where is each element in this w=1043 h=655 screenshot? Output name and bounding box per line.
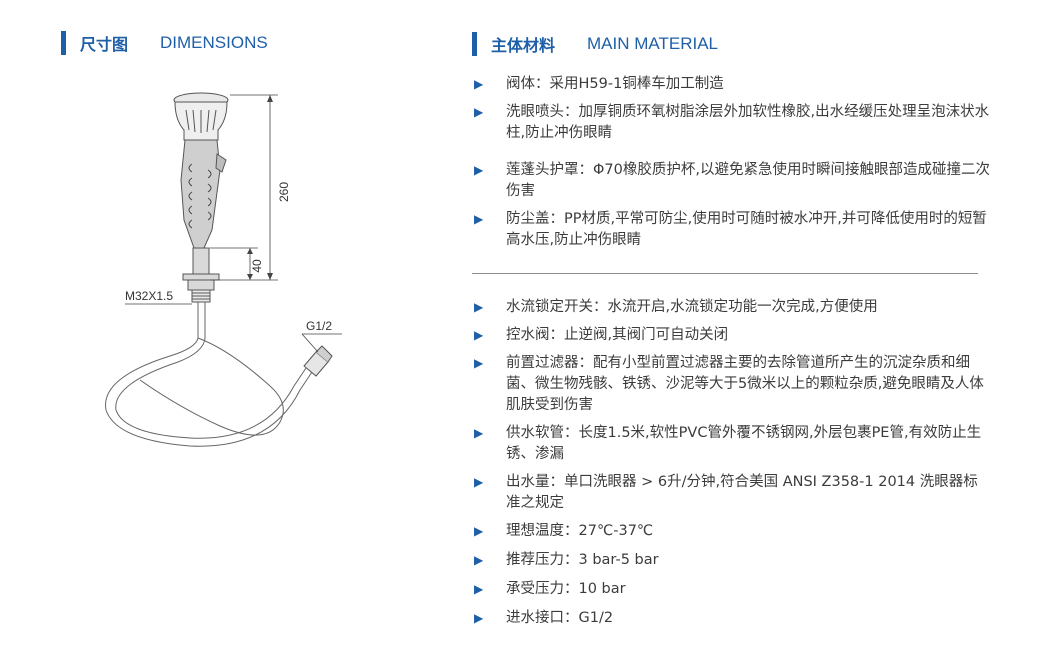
material-heading-en: MAIN MATERIAL [587, 34, 718, 53]
list-item-text: 控水阀：止逆阀,其阀门可自动关闭 [506, 327, 729, 343]
list-item-text: 水流锁定开关：水流开启,水流锁定功能一次完成,方便使用 [506, 299, 878, 315]
list-item: ▶ 莲蓬头护罩：Φ70橡胶质护杯,以避免紧急使用时瞬间接触眼部造成碰撞二次伤害 [472, 160, 992, 202]
triangle-right-icon: ▶ [474, 356, 484, 370]
dimensions-heading: 尺寸图 DIMENSIONS [61, 30, 268, 56]
list-item: ▶ 理想温度：27℃-37℃ [472, 521, 992, 542]
inlet-fitting [303, 345, 333, 377]
thread-dimension-label: M32X1.5 [125, 289, 173, 303]
triangle-right-icon: ▶ [474, 611, 484, 625]
list-item-text: 阀体：采用H59-1铜棒车加工制造 [506, 76, 724, 92]
height-dimension-label: 260 [277, 182, 291, 202]
triangle-right-icon: ▶ [474, 163, 484, 177]
dimension-lines [125, 94, 342, 353]
list-item: ▶ 前置过滤器：配有小型前置过滤器主要的去除管道所产生的沉淀杂质和细菌、微生物残骸… [472, 353, 992, 416]
list-item: ▶ 推荐压力：3 bar-5 bar [472, 550, 992, 571]
triangle-right-icon: ▶ [474, 328, 484, 342]
list-item-text: 洗眼喷头：加厚铜质环氧树脂涂层外加软性橡胶,出水经缓压处理呈泡沫状水柱,防止冲伤… [506, 104, 990, 141]
list-item-text: 承受压力：10 bar [506, 581, 626, 597]
triangle-right-icon: ▶ [474, 553, 484, 567]
heading-accent-bar [61, 31, 66, 55]
heading-accent-bar [472, 32, 477, 56]
triangle-right-icon: ▶ [474, 524, 484, 538]
triangle-right-icon: ▶ [474, 475, 484, 489]
list-item-text: 进水接口：G1/2 [506, 610, 614, 626]
material-heading: 主体材料 MAIN MATERIAL [472, 31, 718, 57]
list-item: ▶ 承受压力：10 bar [472, 579, 992, 600]
list-item: ▶ 供水软管：长度1.5米,软性PVC管外覆不锈钢网,外层包裹PE管,有效防止生锈… [472, 423, 992, 465]
triangle-right-icon: ▶ [474, 582, 484, 596]
triangle-right-icon: ▶ [474, 77, 484, 91]
list-item-text: 供水软管：长度1.5米,软性PVC管外覆不锈钢网,外层包裹PE管,有效防止生锈、… [506, 425, 982, 462]
material-list-secondary: ▶ 水流锁定开关：水流开启,水流锁定功能一次完成,方便使用 ▶ 控水阀：止逆阀,其阀… [472, 297, 992, 637]
list-item-text: 推荐压力：3 bar-5 bar [506, 552, 659, 568]
list-item: ▶ 洗眼喷头：加厚铜质环氧树脂涂层外加软性橡胶,出水经缓压处理呈泡沫状水柱,防止冲… [472, 102, 992, 144]
triangle-right-icon: ▶ [474, 105, 484, 119]
section-divider [472, 273, 978, 274]
base-dimension-label: 40 [250, 259, 264, 273]
list-item-text: 理想温度：27℃-37℃ [506, 523, 654, 539]
supply-hose [105, 302, 313, 447]
list-item: ▶ 出水量：单口洗眼器 > 6升/分钟,符合美国 ANSI Z358-1 2014… [472, 472, 992, 514]
triangle-right-icon: ▶ [474, 426, 484, 440]
list-item: ▶ 防尘盖：PP材质,平常可防尘,使用时可随时被水冲开,并可降低使用时的短暂高水压… [472, 209, 992, 251]
list-item-text: 防尘盖：PP材质,平常可防尘,使用时可随时被水冲开,并可降低使用时的短暂高水压,… [506, 211, 987, 248]
list-item: ▶ 控水阀：止逆阀,其阀门可自动关闭 [472, 325, 992, 346]
dimensions-heading-en: DIMENSIONS [160, 33, 268, 52]
list-item-text: 出水量：单口洗眼器 > 6升/分钟,符合美国 ANSI Z358-1 2014 … [506, 474, 978, 511]
eyewash-base [182, 247, 220, 303]
triangle-right-icon: ▶ [474, 300, 484, 314]
eyewash-head [173, 92, 229, 141]
list-item-text: 莲蓬头护罩：Φ70橡胶质护杯,以避免紧急使用时瞬间接触眼部造成碰撞二次伤害 [506, 162, 990, 199]
list-item-text: 前置过滤器：配有小型前置过滤器主要的去除管道所产生的沉淀杂质和细菌、微生物残骸、… [506, 355, 984, 413]
material-heading-cn: 主体材料 [491, 36, 556, 55]
dimension-arrows [247, 95, 273, 280]
material-list-primary: ▶ 阀体：采用H59-1铜棒车加工制造 ▶ 洗眼喷头：加厚铜质环氧树脂涂层外加软性橡… [472, 74, 992, 258]
dimension-drawing: 260 40 M32X1.5 G1/2 [105, 92, 342, 447]
list-item: ▶ 水流锁定开关：水流开启,水流锁定功能一次完成,方便使用 [472, 297, 992, 318]
inlet-dimension-label: G1/2 [306, 319, 332, 333]
dimensions-heading-cn: 尺寸图 [80, 35, 129, 54]
list-item: ▶ 阀体：采用H59-1铜棒车加工制造 [472, 74, 992, 95]
triangle-right-icon: ▶ [474, 212, 484, 226]
eyewash-handle [180, 139, 227, 249]
list-item: ▶ 进水接口：G1/2 [472, 608, 992, 629]
